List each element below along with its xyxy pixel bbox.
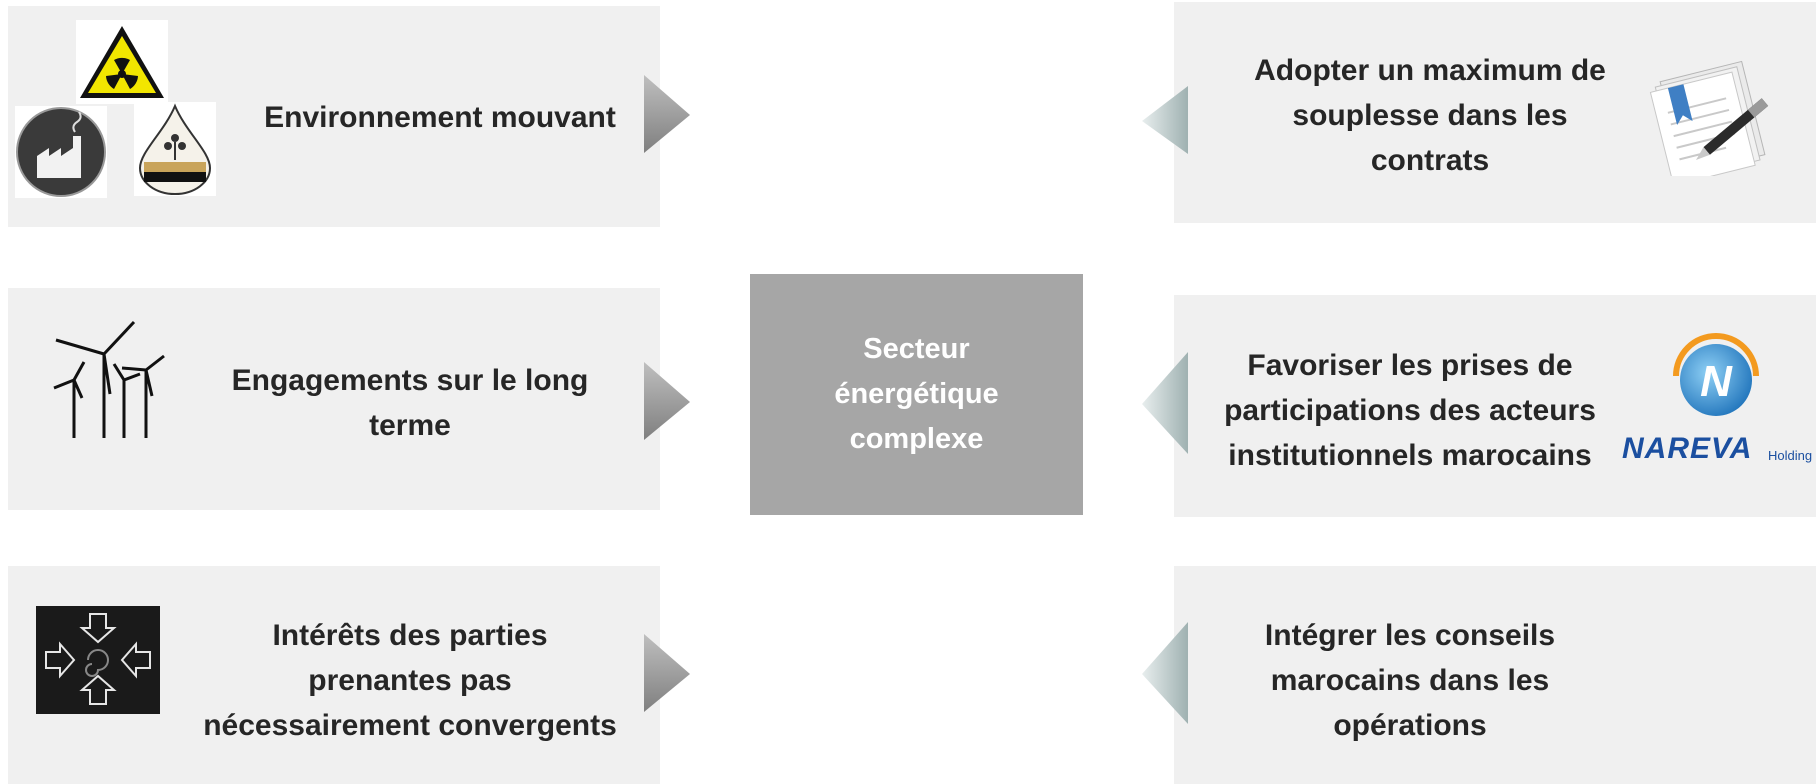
- right-box-2-label: Favoriser les prises de participations d…: [1224, 348, 1596, 472]
- arrow-left-3: [1142, 622, 1188, 724]
- arrow-left-1: [1142, 86, 1188, 154]
- arrow-right-2: [644, 362, 690, 440]
- left-box-2: [8, 288, 660, 510]
- svg-text:N: N: [1700, 357, 1733, 406]
- right-box-1-label: Adopter un maximum de souplesse dans les…: [1254, 53, 1606, 177]
- radiation-hazard-icon: [76, 20, 168, 104]
- left-box-1-label: Environnement mouvant: [264, 101, 616, 134]
- wind-turbines-icon: [53, 320, 165, 438]
- arrow-left-2: [1142, 352, 1188, 454]
- oil-drop-icon: [134, 102, 216, 196]
- left-box-2-label: Engagements sur le long terme: [231, 363, 589, 442]
- converging-arrows-icon: [36, 606, 160, 714]
- right-box-3-label: Intégrer les conseils marocains dans les…: [1264, 618, 1556, 742]
- documents-pen-icon: [1649, 60, 1769, 176]
- nareva-brand-text: NAREVA: [1622, 432, 1753, 465]
- factory-icon: [15, 106, 107, 198]
- nareva-logo: N NAREVA Holding: [1618, 328, 1816, 468]
- right-box-3: [1174, 566, 1816, 784]
- arrow-right-1: [644, 75, 690, 153]
- left-box-3-label: Intérêts des parties prenantes pas néces…: [203, 618, 617, 742]
- arrow-right-3: [644, 634, 690, 712]
- nareva-holding-text: Holding: [1768, 448, 1813, 463]
- nareva-emblem-icon: N: [1673, 333, 1759, 416]
- center-box: Secteur énergétique complexe: [750, 274, 1083, 515]
